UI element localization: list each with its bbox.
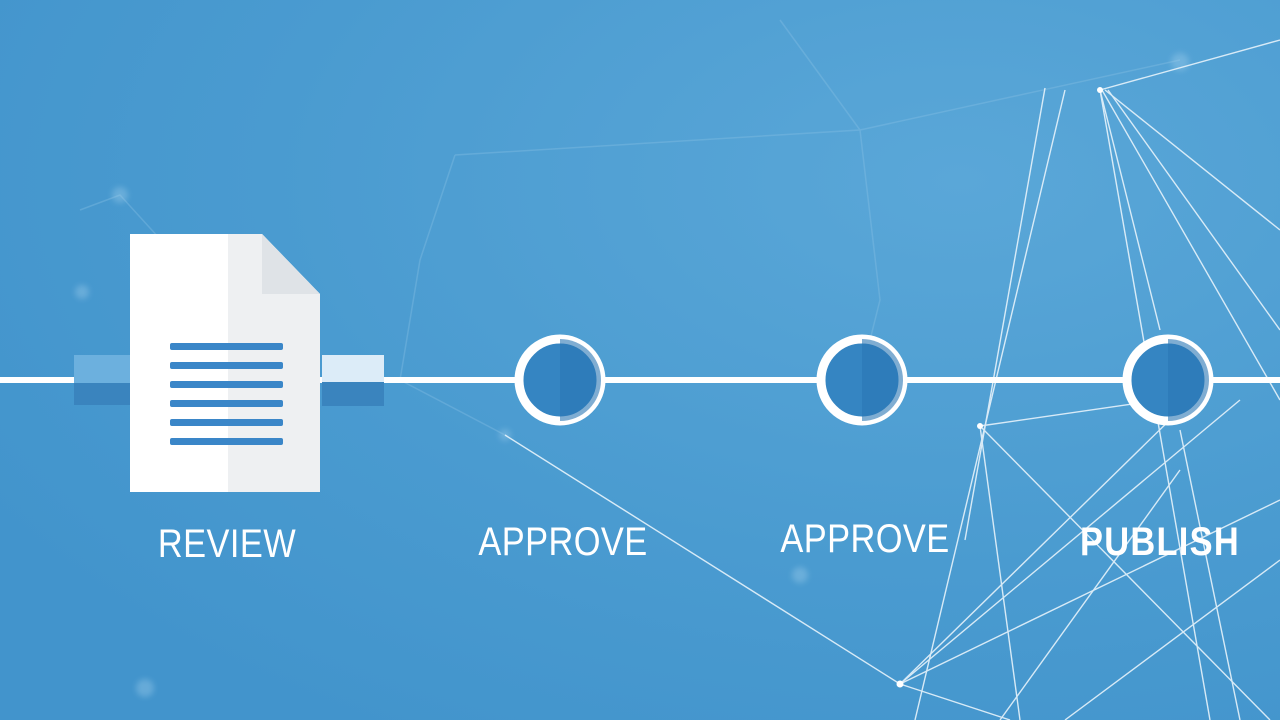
ring-node-icon: [816, 334, 908, 426]
step-label-review: REVIEW: [157, 522, 297, 566]
connector-left: [74, 355, 130, 405]
document-icon: [130, 234, 320, 492]
connector-right: [322, 355, 384, 406]
ring-node-icon: [1122, 334, 1214, 426]
step-label-approve-2: APPROVE: [780, 517, 950, 561]
ring-node-icon: [514, 334, 606, 426]
step-label-publish: PUBLISH: [1079, 520, 1241, 564]
document-text-lines: [170, 343, 283, 445]
network-nodes: [896, 87, 1103, 688]
step-label-approve-1: APPROVE: [478, 520, 648, 564]
